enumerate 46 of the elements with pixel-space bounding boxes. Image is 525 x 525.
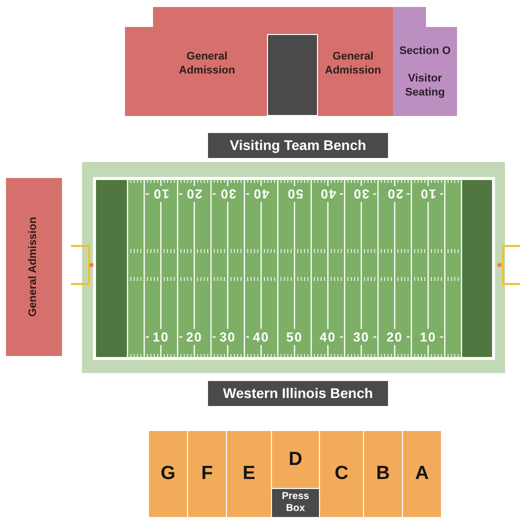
yard-number: 40 [252,330,270,344]
section-letter: C [334,462,348,486]
yard-number: 20 [386,330,403,344]
yard-number: 40 [320,330,336,344]
yard-number: 10 [420,330,436,344]
seating-section [402,430,442,518]
section-letter: B [376,462,390,486]
bench-label: Visiting Team Bench [230,136,366,154]
bench-banner [208,381,388,406]
yard-number: 20 [386,188,403,200]
yard-number: 10 [152,188,170,200]
section-letter: G [160,462,176,486]
yard-number: 40 [320,188,336,200]
yard-number: 40 [252,188,270,200]
bench-label: Western Illinois Bench [223,384,373,402]
yard-number: 30 [219,330,236,344]
yard-number: 50 [286,188,303,200]
building-block [267,34,318,116]
section-label: General Admission [324,50,382,78]
section-letter: E [242,462,256,486]
seating-section [187,430,227,518]
seating-section [226,430,272,518]
bench-banner [208,133,388,158]
section-label: Section O [399,45,451,59]
section-letter: F [201,462,213,486]
yard-number: 20 [186,188,203,200]
section-label: General Admission [27,217,40,317]
seating-section [148,430,188,518]
section-letter: D [288,448,302,472]
seating-section [6,178,62,356]
yard-number: 30 [219,188,236,200]
yard-number: 10 [152,330,170,344]
section-label: General Admission [178,50,236,78]
yard-number: 50 [286,330,303,344]
yard-number: 30 [353,330,370,344]
seating-section [125,7,393,116]
yard-number: 20 [186,330,203,344]
seating-section [363,430,403,518]
press-box-label: Press Box [280,490,310,516]
section-letter: A [415,462,429,486]
yard-number: 10 [420,188,436,200]
yard-number: 30 [353,188,370,200]
press-box [271,488,320,518]
seating-section [319,430,364,518]
seating-section [271,430,320,489]
section-label: Visitor Seating [404,72,446,100]
